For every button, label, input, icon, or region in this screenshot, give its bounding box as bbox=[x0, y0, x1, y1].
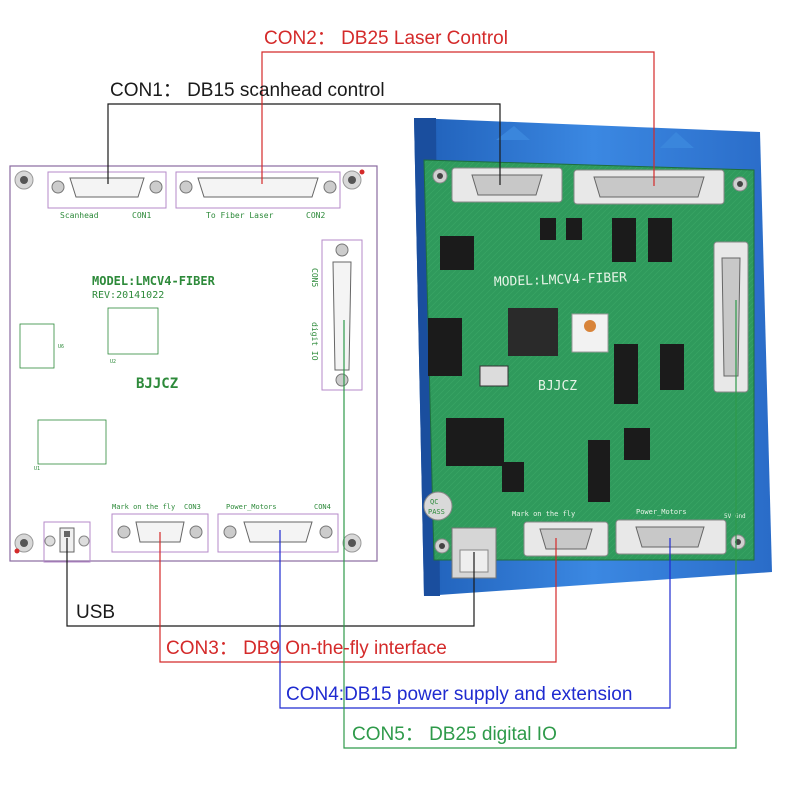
schematic-u2-label: U2 bbox=[110, 359, 116, 365]
board-mark-label: Mark on the fly bbox=[512, 510, 575, 518]
schematic-power-label: Power_Motors bbox=[226, 503, 277, 511]
qc-pass-sticker bbox=[423, 491, 453, 521]
con3-callout-label: CON3： DB9 On-the-fly interface bbox=[166, 638, 447, 659]
con2-leader-line bbox=[261, 51, 655, 186]
schematic-con2-connector bbox=[175, 171, 341, 209]
board-con2-connector bbox=[573, 169, 725, 205]
schematic-con3-label: CON3 bbox=[184, 503, 201, 511]
schematic-con4-label: CON4 bbox=[314, 503, 331, 511]
con5-leader-line bbox=[343, 300, 737, 749]
schematic-outline bbox=[9, 165, 378, 562]
qc-label: QC bbox=[430, 498, 438, 506]
pass-label: PASS bbox=[428, 508, 445, 516]
mounting-hole-icon bbox=[14, 169, 365, 554]
schematic-model-label: MODEL:LMCV4-FIBER bbox=[92, 274, 216, 288]
board-con4-connector bbox=[615, 519, 727, 555]
schematic-con2-label: CON2 bbox=[306, 211, 325, 220]
schematic-u1-chip bbox=[37, 419, 107, 465]
schematic-con5-connector bbox=[321, 239, 363, 391]
schematic-digio-label: digit IO bbox=[310, 322, 319, 361]
controller-board-photo: QC PASS MODEL:LMCV4-FIBER BJJCZ Mark on … bbox=[414, 118, 772, 596]
board-gnd-label: 5V Gnd bbox=[724, 513, 746, 520]
board-brand-label: BJJCZ bbox=[538, 379, 577, 394]
schematic-u1-label: U1 bbox=[34, 466, 40, 472]
schematic-con1-label: CON1 bbox=[132, 211, 151, 220]
board-con5-connector bbox=[713, 241, 749, 393]
usb-leader-line bbox=[66, 538, 475, 627]
board-chips bbox=[428, 218, 684, 502]
schematic-u2-chip bbox=[107, 307, 159, 355]
schematic-mark-label: Mark on the fly bbox=[112, 503, 175, 511]
con4-leader-line bbox=[279, 530, 671, 709]
con5-callout-label: CON5： DB25 digital IO bbox=[352, 724, 557, 745]
schematic-fiber-label: To Fiber Laser bbox=[206, 211, 274, 220]
schematic-rev-label: REV:20141022 bbox=[92, 290, 164, 301]
board-sticker bbox=[571, 313, 609, 353]
pcb-hole-icon bbox=[432, 168, 748, 554]
board-power-label: Power_Motors bbox=[636, 508, 687, 516]
schematic-u6-label: U6 bbox=[58, 344, 64, 350]
con4-callout-label: CON4:DB15 power supply and extension bbox=[286, 684, 632, 705]
board-con1-connector bbox=[451, 167, 563, 203]
schematic-usb-connector bbox=[43, 521, 91, 563]
usb-callout-label: USB bbox=[76, 602, 115, 623]
schematic-con5-label: CON5 bbox=[310, 268, 319, 287]
schematic-con1-connector bbox=[47, 171, 167, 209]
con1-callout-label: CON1： DB15 scanhead control bbox=[110, 80, 385, 101]
board-model-label: MODEL:LMCV4-FIBER bbox=[494, 270, 628, 290]
schematic-board: Scanhead CON1 To Fiber Laser CON2 CON5 d… bbox=[9, 165, 378, 563]
con2-callout-label: CON2： DB25 Laser Control bbox=[264, 28, 508, 49]
con1-leader-line bbox=[107, 103, 501, 185]
schematic-con4-connector bbox=[217, 513, 339, 553]
schematic-brand-label: BJJCZ bbox=[136, 376, 178, 392]
schematic-u6-chip bbox=[19, 323, 55, 369]
con3-leader-line bbox=[159, 532, 557, 663]
schematic-scanhead-label: Scanhead bbox=[60, 211, 99, 220]
board-con3-connector bbox=[523, 521, 609, 557]
